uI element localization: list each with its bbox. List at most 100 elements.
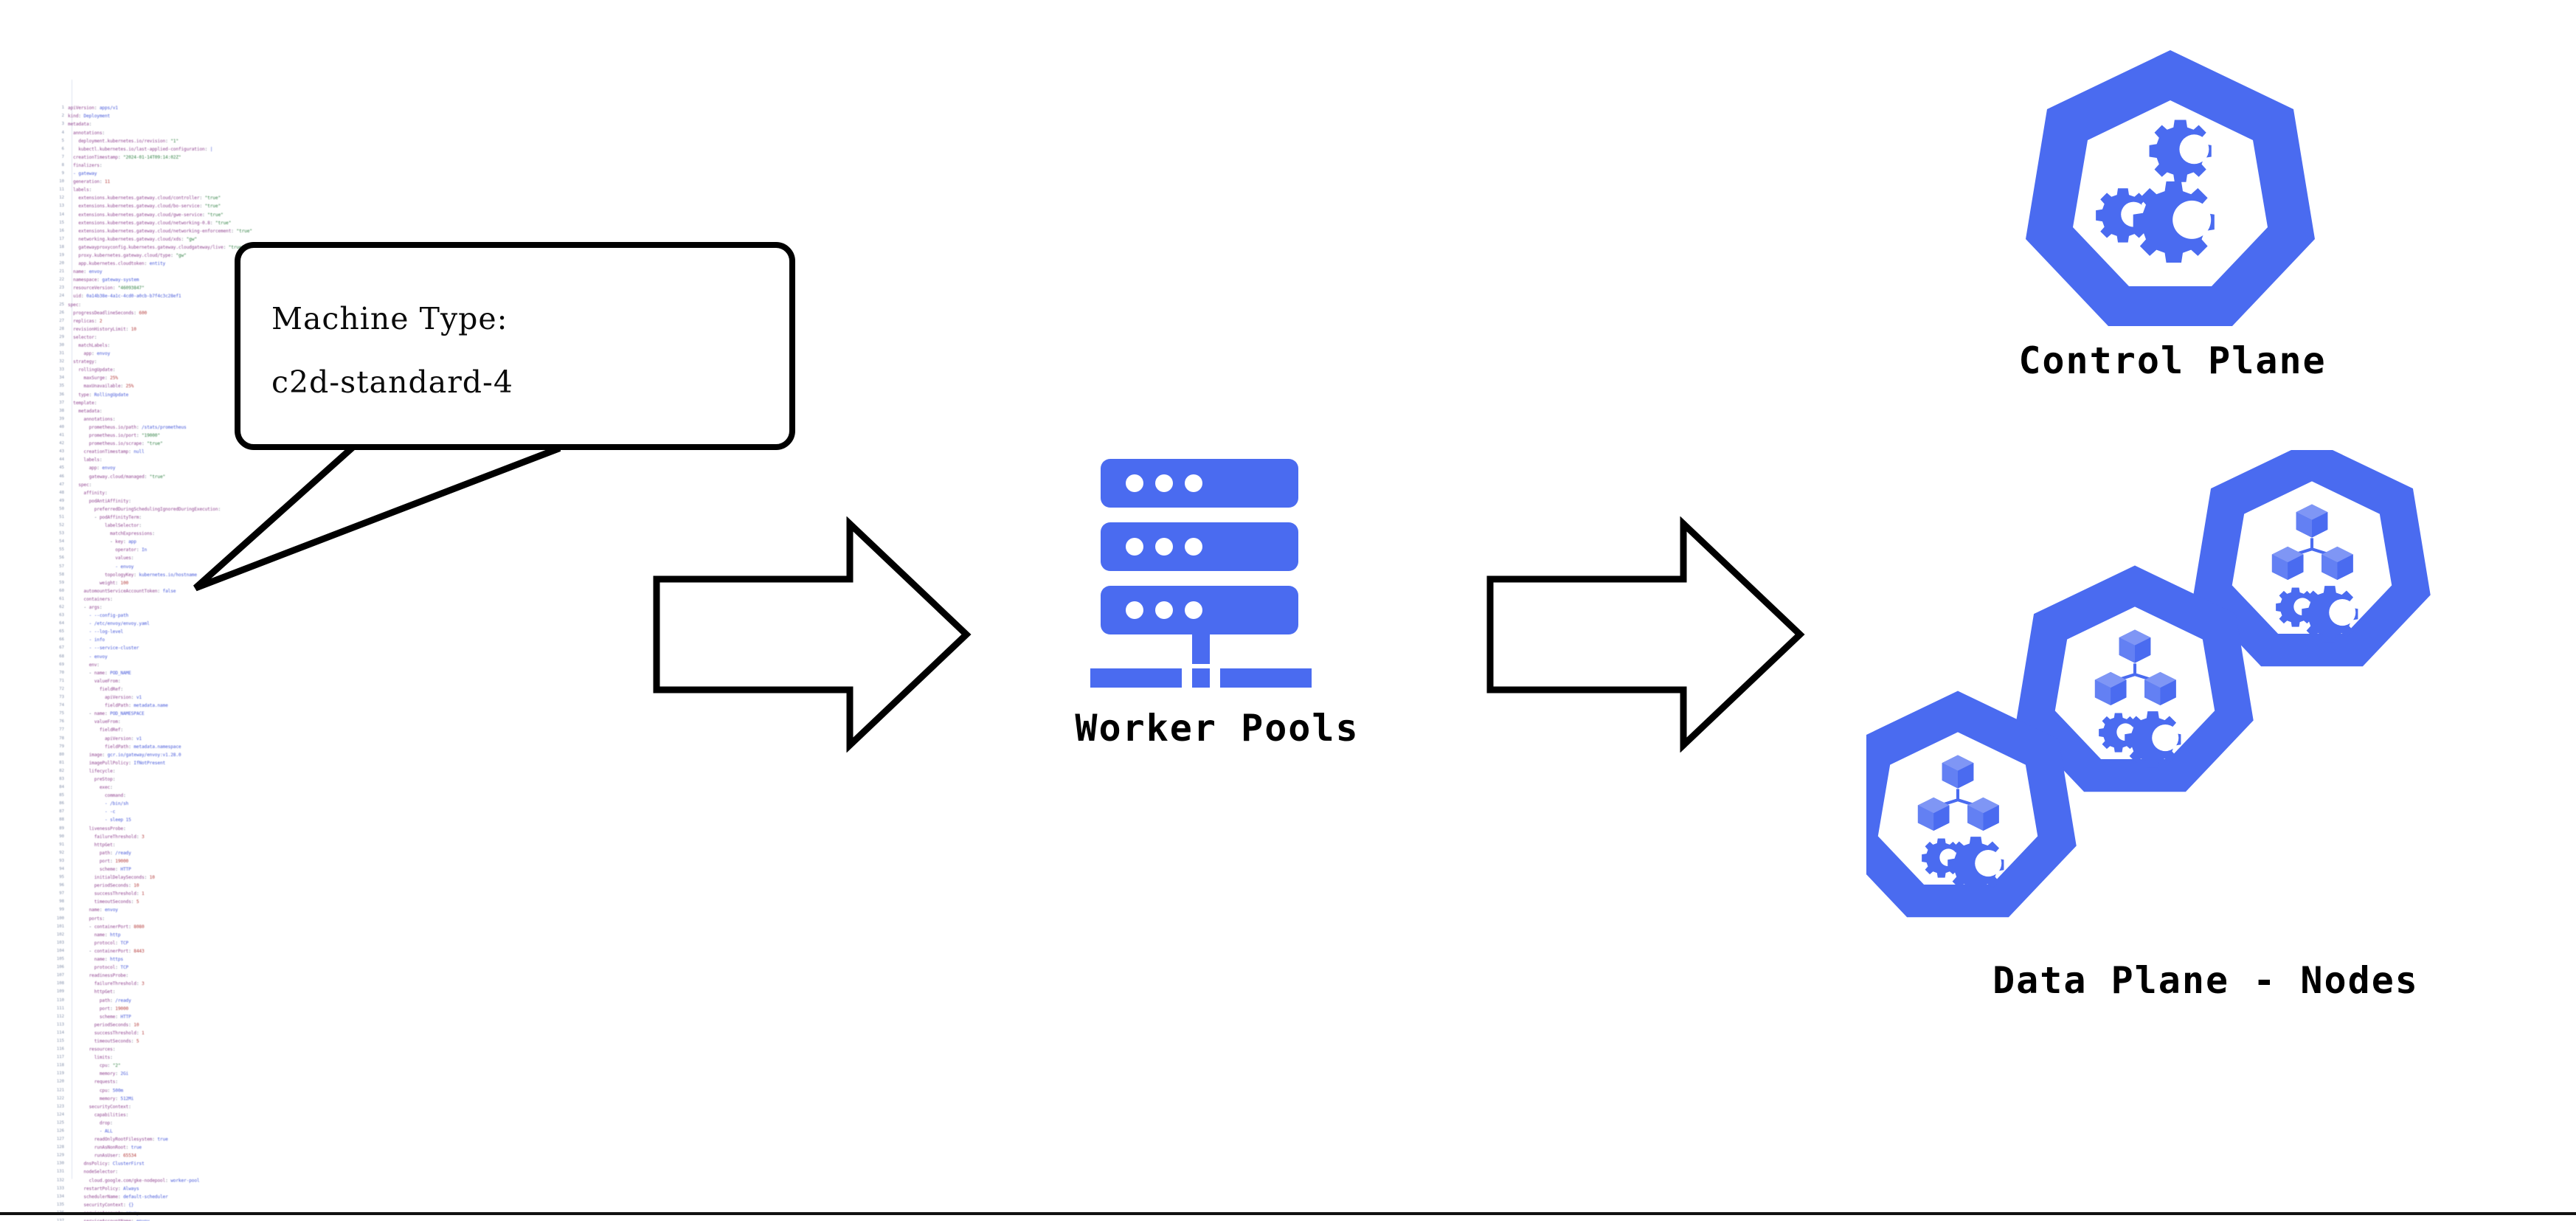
code-line-number: 60 [59, 588, 64, 593]
code-line-number: 29 [59, 334, 64, 339]
code-line: 24 uid: 0a14b38e-4a1c-4cd0-a0cb-b7f4c3c2… [49, 292, 366, 300]
code-line-number: 13 [59, 204, 64, 209]
code-line-number: 120 [56, 1079, 64, 1085]
code-line-number: 110 [56, 997, 64, 1003]
code-line: 76 valueFrom: [49, 718, 366, 726]
code-line-text: annotations: [73, 130, 105, 136]
control-plane-label: Control Plane [2018, 339, 2327, 382]
code-line-number: 85 [59, 793, 64, 798]
code-line-text: preStop: [94, 776, 116, 782]
code-line: 72 fieldRef: [49, 685, 366, 693]
code-line: 15 extensions.kubernetes.gateway.cloud/n… [49, 219, 366, 227]
code-line-text: path: /ready [99, 997, 131, 1003]
code-line-number: 109 [56, 989, 64, 995]
code-line: 52 labelSelector: [49, 522, 366, 530]
code-line-text: - /etc/envoy/envoy.yaml [89, 621, 150, 627]
code-line: 135 securityContext: {} [49, 1201, 366, 1209]
code-line-number: 6 [61, 146, 64, 151]
code-line-text: cloud.google.com/gke-nodepool: worker-po… [89, 1177, 200, 1183]
code-line-text: - envoy [115, 564, 134, 570]
code-line-text: - key: app [68, 539, 136, 545]
code-line-text: exec: [99, 785, 113, 791]
code-line: 37 template: [49, 399, 366, 407]
code-line-number: 14 [59, 212, 64, 217]
code-line-text: successThreshold: 1 [94, 1030, 145, 1036]
code-line-number: 127 [56, 1137, 64, 1142]
code-line: 14 extensions.kubernetes.gateway.cloud/g… [49, 211, 366, 219]
kubernetes-nodes-cluster-icon [1866, 450, 2530, 966]
code-line: 7 creationTimestamp: "2024-01-14T09:14:0… [49, 153, 366, 162]
code-line-text: app: envoy [83, 351, 111, 357]
code-line-text: - envoy [89, 654, 108, 660]
code-line-number: 86 [59, 801, 64, 806]
code-line-number: 94 [59, 867, 64, 871]
data-plane-node[interactable]: Data Plane - Nodes [1866, 450, 2545, 1040]
code-line-text: - sleep 15 [104, 817, 131, 823]
code-line: 30 matchLabels: [49, 342, 366, 350]
code-line-number: 36 [59, 392, 64, 397]
code-line-text: timeoutSeconds: 5 [94, 1038, 139, 1044]
code-line-text: spec: [78, 482, 92, 488]
code-line-text: runAsNonRoot: true [94, 1145, 142, 1151]
code-line: 16 extensions.kubernetes.gateway.cloud/n… [49, 227, 366, 235]
code-line-text: - /bin/sh [104, 801, 129, 807]
code-line-number: 62 [59, 605, 64, 609]
code-line: 32 strategy: [49, 358, 366, 366]
code-line-number: 3 [61, 122, 64, 127]
control-plane-node[interactable]: Control Plane [1992, 44, 2353, 382]
code-line-text: kind: Deployment [68, 114, 111, 120]
code-line-number: 122 [56, 1096, 64, 1101]
code-line-number: 111 [56, 1006, 64, 1011]
code-line-number: 98 [59, 899, 64, 904]
machine-type-callout[interactable]: Machine Type: c2d-standard-4 [235, 242, 795, 450]
code-line-text: app: envoy [89, 466, 116, 471]
code-line-number: 116 [56, 1047, 64, 1052]
code-line-number: 30 [59, 343, 64, 347]
code-line: 67 - --service-cluster [49, 644, 366, 652]
code-line-text: automountServiceAccountToken: false [83, 588, 176, 594]
code-line-text: - args: [68, 605, 103, 610]
code-line-text: nodeSelector: [83, 1169, 118, 1175]
code-line: 90 failureThreshold: 3 [49, 833, 366, 841]
code-line-text: extensions.kubernetes.gateway.cloud/bo-s… [78, 204, 221, 210]
code-line-text: successThreshold: 1 [94, 891, 145, 897]
code-line: 56 values: [49, 554, 366, 562]
code-line: 103 protocol: TCP [49, 939, 366, 947]
code-line: 108 failureThreshold: 3 [49, 980, 366, 988]
code-line: 101 - containerPort: 8080 [49, 923, 366, 931]
worker-pools-node[interactable]: Worker Pools [1055, 443, 1379, 775]
code-line: 86 - /bin/sh [49, 800, 366, 808]
code-line: 46 gateway.cloud/managed: "true" [49, 473, 366, 481]
code-line-number: 83 [59, 776, 64, 781]
code-line: 42 prometheus.io/scrape: "true" [49, 440, 366, 448]
code-line-text: requests: [94, 1079, 118, 1085]
code-line-text: generation: 11 [73, 179, 111, 185]
code-line-number: 56 [59, 556, 64, 561]
code-line-text: protocol: TCP [94, 965, 129, 971]
code-line: 47 spec: [49, 481, 366, 489]
code-line-number: 45 [59, 466, 64, 471]
code-line-text: memory: 2Gi [99, 1071, 129, 1077]
code-line-number: 24 [59, 294, 64, 299]
code-line-number: 113 [56, 1022, 64, 1027]
code-line: 95 initialDelaySeconds: 10 [49, 874, 366, 882]
code-line-text: - containerPort: 8080 [68, 924, 145, 930]
code-line: 4 annotations: [49, 129, 366, 137]
code-line-number: 70 [59, 670, 64, 675]
code-line: 118 cpu: "2" [49, 1062, 366, 1070]
code-line-number: 61 [59, 596, 64, 601]
code-line: 5 deployment.kubernetes.io/revision: "1" [49, 137, 366, 145]
code-line: 125 drop: [49, 1119, 366, 1127]
code-line-number: 103 [56, 940, 64, 945]
code-line: 9 - gateway [49, 170, 366, 178]
code-line-number: 121 [56, 1087, 64, 1093]
code-line: 29 selector: [49, 333, 366, 342]
code-line-text: rollingUpdate: [78, 367, 116, 373]
code-line-text: metadata: [68, 122, 92, 128]
code-line-text: drop: [99, 1120, 113, 1126]
code-line: 94 scheme: HTTP [49, 865, 366, 874]
code-line-number: 50 [59, 506, 64, 511]
code-line-text: capabilities: [94, 1112, 129, 1118]
